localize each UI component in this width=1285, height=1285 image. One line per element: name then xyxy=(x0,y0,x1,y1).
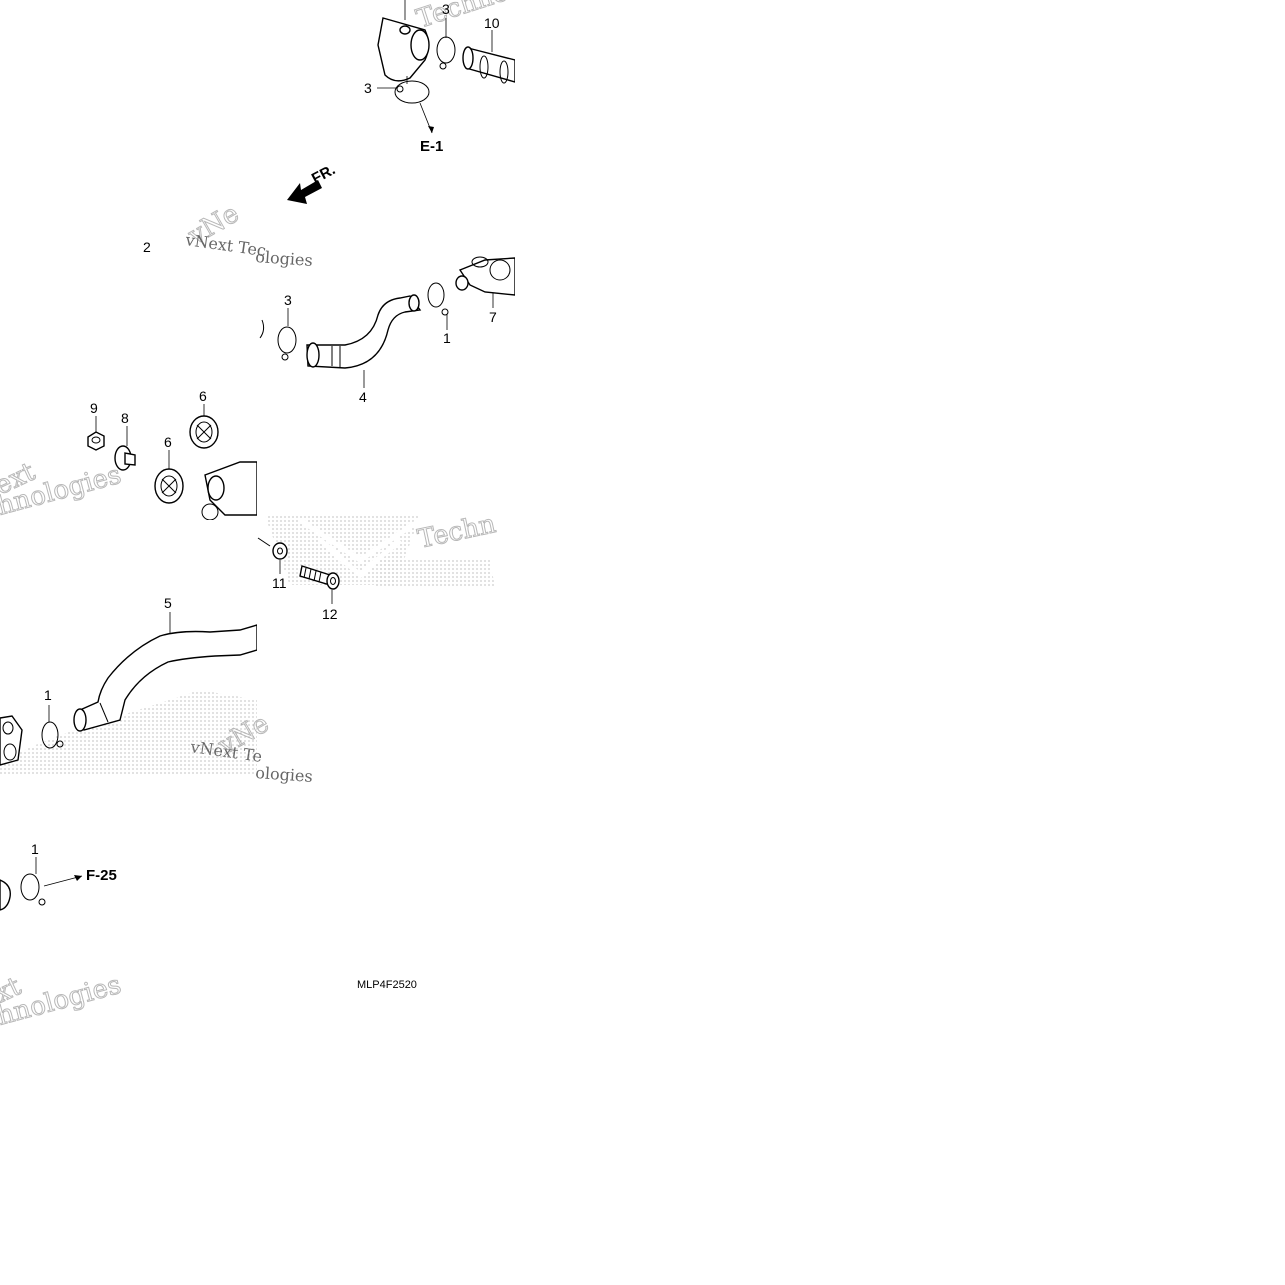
hose-5-assembly xyxy=(0,624,257,775)
bottom-assembly xyxy=(0,873,46,911)
svg-text:Techn: Techn xyxy=(415,509,499,555)
washer-11 xyxy=(272,542,288,560)
callout-1-bottom: 1 xyxy=(31,841,39,857)
callout-1-mid: 1 xyxy=(443,330,451,346)
callout-5: 5 xyxy=(164,595,172,611)
callout-12: 12 xyxy=(322,606,338,622)
clamp-1-mid xyxy=(427,282,445,308)
part-7 xyxy=(458,257,515,296)
svg-text:ologies: ologies xyxy=(255,247,314,270)
hose-5 xyxy=(79,624,257,731)
diagram-code: MLP4F2520 xyxy=(357,979,417,991)
clamp-3-lower xyxy=(394,80,430,104)
clamp-3-mid xyxy=(277,326,297,354)
svg-text:ologies: ologies xyxy=(255,763,314,786)
callout-3-mid: 3 xyxy=(284,292,292,308)
ref-e1: E-1 xyxy=(420,138,443,155)
callout-6-top: 6 xyxy=(199,388,207,404)
ref-f25: F-25 xyxy=(86,867,117,884)
mount-assembly xyxy=(87,415,257,520)
callout-10: 10 xyxy=(484,15,500,31)
front-direction-arrow: FR. xyxy=(287,161,338,204)
grommet-6-top xyxy=(189,415,219,449)
callout-7: 7 xyxy=(489,309,497,325)
top-assembly xyxy=(377,0,515,104)
callout-11: 11 xyxy=(272,575,287,591)
callout-4: 4 xyxy=(359,389,367,405)
grommet-6-mid xyxy=(154,468,184,504)
callout-1-low: 1 xyxy=(44,687,52,703)
callout-3-top: 3 xyxy=(442,1,450,17)
callout-6-mid: 6 xyxy=(164,434,172,450)
clamp-1-low xyxy=(41,721,59,749)
hose-4 xyxy=(306,295,422,369)
callout-9: 9 xyxy=(90,400,98,416)
bolt-12 xyxy=(299,565,340,590)
callout-8: 8 xyxy=(121,410,129,426)
callout-3-left: 3 xyxy=(364,80,372,96)
mid-assembly xyxy=(259,256,515,369)
callout-2: 2 xyxy=(143,239,151,255)
svg-text:hnologies: hnologies xyxy=(0,970,124,1032)
clamp-3-upper xyxy=(436,36,456,64)
nut-9 xyxy=(87,431,105,451)
bolt-assembly xyxy=(257,537,340,590)
clamp-1-bottom xyxy=(20,873,40,901)
